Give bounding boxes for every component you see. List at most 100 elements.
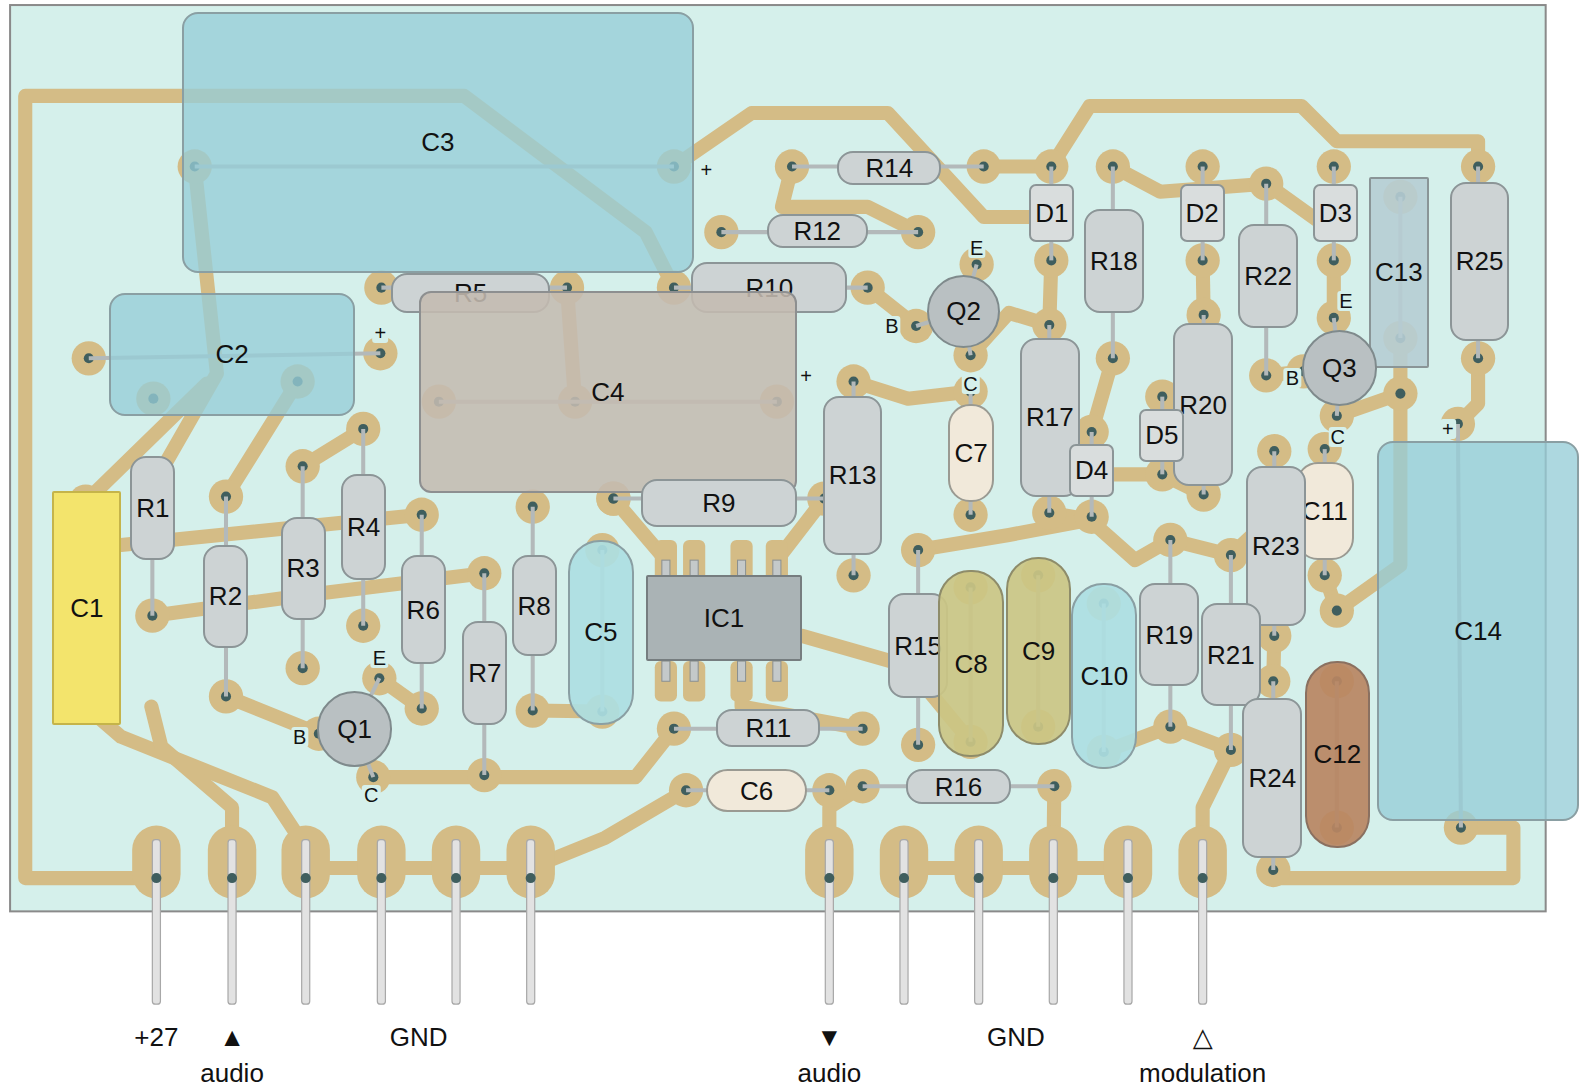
part-name: C12: [1313, 741, 1361, 767]
resistor-body: R20: [1173, 323, 1233, 487]
part-name: D5: [1145, 422, 1178, 448]
pin-marking: B: [291, 727, 308, 747]
electrolytic-capacitor: C4: [419, 291, 797, 493]
part-name: R11: [745, 715, 791, 741]
part-name: R3: [287, 555, 320, 581]
resistor-body: R9: [641, 479, 797, 526]
ic-pin: [662, 661, 670, 681]
part-name: R23: [1252, 533, 1300, 559]
resistor-body: R3: [281, 517, 326, 620]
connector-label: modulation: [1139, 1060, 1266, 1086]
ic-pad: [766, 540, 788, 580]
resistor-body: R6: [401, 555, 446, 664]
copper-trace: [904, 861, 1128, 875]
header-pin: [1049, 840, 1057, 1005]
part-name: R22: [1244, 263, 1292, 289]
diode-body: D2: [1180, 184, 1225, 243]
film-capacitor: C1: [52, 491, 121, 725]
capacitor-body: C6: [706, 769, 807, 812]
ic-body: IC1: [646, 575, 802, 661]
part-name: R18: [1090, 248, 1138, 274]
drill-hole: [824, 873, 834, 883]
drill-hole: [1395, 389, 1405, 399]
capacitor-body: C7: [948, 404, 993, 502]
resistor-body: R19: [1139, 583, 1199, 686]
capacitor-body: C9: [1006, 557, 1072, 745]
part-name: R12: [793, 218, 841, 244]
pin-marking: C: [961, 374, 979, 394]
solder-pad: [1383, 376, 1417, 410]
copper-trace: [151, 706, 232, 847]
copper-trace: [918, 520, 1090, 550]
pin-marking: C: [362, 785, 380, 805]
drill-hole: [974, 873, 984, 883]
electrolytic-capacitor: C2: [109, 293, 355, 416]
electrolytic-capacitor: C3: [182, 12, 695, 272]
drill-hole: [899, 873, 909, 883]
connector-label: ▼: [816, 1024, 842, 1050]
circuit-board: [10, 5, 1546, 911]
part-name: R13: [829, 462, 877, 488]
resistor-body: R4: [341, 474, 386, 580]
part-name: C6: [740, 778, 773, 804]
resistor-body: R22: [1238, 224, 1298, 328]
resistor-body: R18: [1084, 209, 1144, 313]
part-name: D3: [1319, 200, 1352, 226]
resistor-body: R14: [837, 151, 941, 185]
copper-trace: [86, 706, 306, 847]
header-pin: [452, 840, 460, 1005]
resistor-body: R24: [1242, 698, 1302, 857]
solder-pad: [1320, 593, 1354, 627]
header-pin: [825, 840, 833, 1005]
connector-label: audio: [200, 1060, 264, 1086]
connector-label: GND: [390, 1024, 448, 1050]
ic-pin: [690, 661, 698, 681]
resistor-body: R7: [462, 621, 507, 725]
drill-hole: [1123, 873, 1133, 883]
part-name: R7: [468, 660, 501, 686]
ic-pad: [655, 540, 677, 580]
resistor-body: R21: [1201, 603, 1261, 707]
connector-label: +27: [134, 1024, 178, 1050]
part-name: C10: [1080, 663, 1128, 689]
pin-marking: B: [883, 316, 900, 336]
pin-marking: +: [373, 323, 389, 343]
resistor-body: R25: [1450, 182, 1510, 341]
ic-pad: [683, 540, 705, 580]
capacitor-body: C10: [1071, 583, 1137, 769]
resistor-body: R2: [203, 545, 248, 648]
part-name: C13: [1375, 259, 1423, 285]
part-name: R1: [136, 495, 169, 521]
transistor-body: Q1: [317, 691, 393, 767]
capacitor-body: C5: [568, 540, 634, 725]
diode-body: D1: [1029, 184, 1074, 243]
part-name: R20: [1179, 392, 1227, 418]
header-pin: [377, 840, 385, 1005]
resistor-body: R1: [130, 456, 175, 560]
part-name: R2: [209, 583, 242, 609]
ic-pad: [655, 661, 677, 701]
part-name: IC1: [704, 605, 744, 631]
diode-body: D5: [1139, 409, 1184, 462]
part-name: Q3: [1322, 355, 1357, 381]
part-name: R15: [894, 633, 942, 659]
resistor-body: R12: [767, 214, 868, 248]
resistor-body: R23: [1246, 466, 1306, 625]
part-name: R4: [347, 514, 380, 540]
part-name: Q2: [946, 298, 981, 324]
connector-label: GND: [987, 1024, 1045, 1050]
capacitor-body: C8: [938, 570, 1004, 757]
header-pin: [527, 840, 535, 1005]
pin-marking: +: [798, 366, 814, 386]
capacitor-body: C13: [1369, 177, 1429, 369]
header-pin: [1124, 840, 1132, 1005]
transistor-body: Q3: [1302, 330, 1378, 406]
resistor-body: R8: [512, 555, 557, 656]
part-name: R16: [935, 774, 983, 800]
transistor-body: Q2: [927, 275, 1001, 349]
drill-hole: [227, 873, 237, 883]
pin-marking: E: [371, 648, 388, 668]
ic-pad: [683, 661, 705, 701]
header-pin: [302, 840, 310, 1005]
part-name: C9: [1022, 638, 1055, 664]
